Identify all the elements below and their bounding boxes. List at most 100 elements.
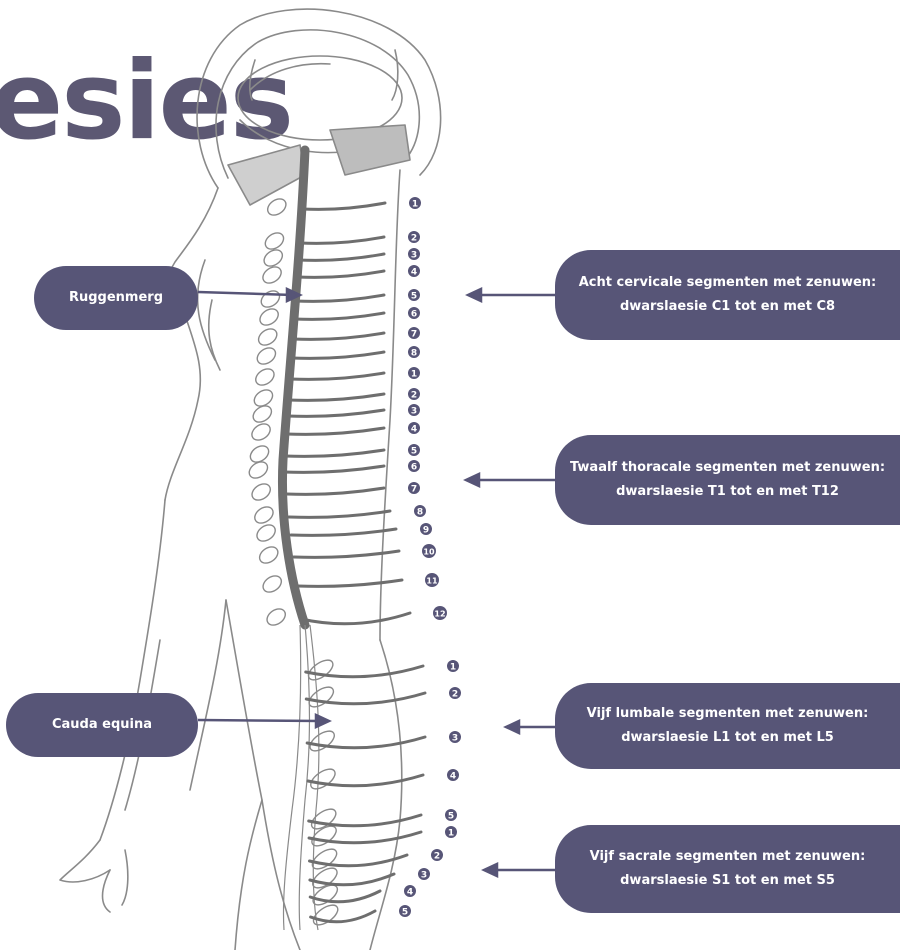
segment-number-thoracic-8: 8 (417, 508, 423, 518)
vertebra-lumbar-4 (307, 765, 338, 793)
nerve-lumbar-3 (307, 737, 425, 748)
label-sacral-line2: dwarslaesie S1 tot en met S5 (620, 869, 835, 893)
vertebra-cervical-7 (255, 326, 279, 349)
segment-number-sacral-2: 2 (434, 852, 440, 862)
label-cauda-equina: Cauda equina (6, 693, 198, 757)
vertebra-cervical-8 (254, 345, 278, 368)
segment-number-thoracic-7: 7 (411, 485, 417, 495)
label-thoracic: Twaalf thoracale segmenten met zenuwen: … (555, 435, 900, 525)
label-cervical-line1: Acht cervicale segmenten met zenuwen: (579, 271, 876, 295)
vertebra-lumbar-1 (305, 656, 336, 684)
nerve-sacral-1 (309, 832, 421, 843)
nerve-thoracic-3 (287, 410, 384, 416)
segment-number-thoracic-10: 10 (423, 548, 435, 557)
nerve-cervical-5 (295, 295, 384, 301)
segment-number-cervical-8: 8 (411, 349, 417, 359)
spinal-cord (282, 150, 318, 930)
label-thoracic-line2: dwarslaesie T1 tot en met T12 (616, 480, 839, 504)
segment-number-cervical-1: 1 (412, 200, 418, 210)
arrowhead-cauda-equina (316, 715, 329, 727)
nerve-thoracic-4 (286, 428, 384, 434)
arrow-cauda-equina (198, 720, 321, 721)
label-sacral-line1: Vijf sacrale segmenten met zenuwen: (590, 845, 866, 869)
arrowhead-lumbar (506, 721, 519, 733)
spinal-nerves (283, 203, 425, 922)
vertebra-thoracic-3 (250, 403, 274, 426)
vertebra-cervical-6 (257, 306, 281, 329)
vertebra-thoracic-12 (264, 606, 288, 629)
nerve-lumbar-1 (306, 666, 423, 677)
nerve-thoracic-6 (283, 466, 384, 472)
nerve-cervical-8 (291, 352, 384, 358)
nerve-cervical-4 (297, 271, 384, 277)
label-cervical: Acht cervicale segmenten met zenuwen: dw… (555, 250, 900, 340)
nerve-sacral-3 (310, 874, 394, 885)
vertebra-thoracic-9 (254, 522, 278, 545)
segment-numbers: 123456781234567891011121234512345 (399, 197, 461, 918)
nerve-lumbar-4 (308, 775, 423, 786)
segment-number-cervical-3: 3 (411, 251, 417, 261)
segment-number-cervical-4: 4 (411, 268, 417, 278)
vertebra-lumbar-3 (307, 727, 338, 755)
segment-number-thoracic-4: 4 (411, 425, 417, 435)
nerve-sacral-5 (311, 911, 375, 922)
nerve-thoracic-2 (288, 394, 384, 400)
segment-number-lumbar-3: 3 (452, 734, 458, 744)
segment-number-sacral-4: 4 (407, 888, 413, 898)
arrowhead-cervical (468, 289, 481, 301)
label-lumbar: Vijf lumbale segmenten met zenuwen: dwar… (555, 683, 900, 769)
nerve-thoracic-12 (301, 613, 410, 624)
nerve-thoracic-11 (297, 580, 402, 586)
segment-number-thoracic-3: 3 (411, 407, 417, 417)
segment-number-lumbar-4: 4 (450, 772, 456, 782)
arrowhead-thoracic (466, 474, 479, 486)
nerve-cervical-3 (298, 254, 384, 260)
segment-number-sacral-5: 5 (402, 908, 408, 918)
segment-number-thoracic-5: 5 (411, 447, 417, 457)
segment-number-thoracic-6: 6 (411, 463, 417, 473)
nerve-lumbar-5 (309, 815, 421, 826)
arrowhead-sacral (484, 864, 497, 876)
nerve-sacral-4 (310, 891, 380, 902)
vertebra-cervical-4 (260, 264, 284, 287)
segment-number-thoracic-12: 12 (434, 610, 445, 619)
label-thoracic-line1: Twaalf thoracale segmenten met zenuwen: (570, 456, 885, 480)
nerve-thoracic-9 (291, 529, 396, 535)
label-cervical-line2: dwarslaesie C1 tot en met C8 (620, 295, 835, 319)
segment-number-thoracic-9: 9 (423, 526, 429, 536)
segment-number-cervical-2: 2 (411, 234, 417, 244)
vertebra-thoracic-10 (257, 544, 281, 567)
label-lumbar-line1: Vijf lumbale segmenten met zenuwen: (587, 702, 869, 726)
nerve-cervical-2 (299, 237, 384, 243)
vertebra-cervical-1 (265, 196, 289, 219)
vertebra-thoracic-7 (249, 481, 273, 504)
label-ruggenmerg: Ruggenmerg (34, 266, 198, 330)
segment-number-thoracic-11: 11 (426, 577, 438, 586)
vertebra-thoracic-11 (260, 573, 284, 596)
label-lumbar-line2: dwarslaesie L1 tot en met L5 (621, 726, 834, 750)
segment-number-cervical-5: 5 (411, 292, 417, 302)
segment-number-lumbar-5: 5 (448, 812, 454, 822)
vertebra-cervical-5 (258, 288, 282, 311)
nerve-thoracic-7 (286, 488, 384, 494)
segment-number-cervical-6: 6 (411, 310, 417, 320)
label-cauda-equina-text: Cauda equina (52, 713, 152, 737)
vertebra-thoracic-6 (246, 459, 270, 482)
segment-number-lumbar-2: 2 (452, 690, 458, 700)
nerve-cervical-7 (293, 333, 384, 339)
vertebra-cervical-2 (262, 230, 286, 253)
nerve-thoracic-8 (289, 511, 390, 517)
label-sacral: Vijf sacrale segmenten met zenuwen: dwar… (555, 825, 900, 913)
nerve-thoracic-1 (290, 373, 384, 379)
body-outline (60, 9, 441, 950)
segment-number-sacral-3: 3 (421, 871, 427, 881)
segment-number-thoracic-2: 2 (411, 391, 417, 401)
segment-number-thoracic-1: 1 (411, 370, 417, 380)
vertebra-thoracic-4 (249, 421, 273, 444)
vertebra-lumbar-2 (306, 683, 337, 711)
nerve-thoracic-5 (285, 450, 385, 456)
segment-number-lumbar-1: 1 (450, 663, 456, 673)
segment-number-sacral-1: 1 (448, 829, 454, 839)
vertebra-thoracic-8 (252, 504, 276, 527)
